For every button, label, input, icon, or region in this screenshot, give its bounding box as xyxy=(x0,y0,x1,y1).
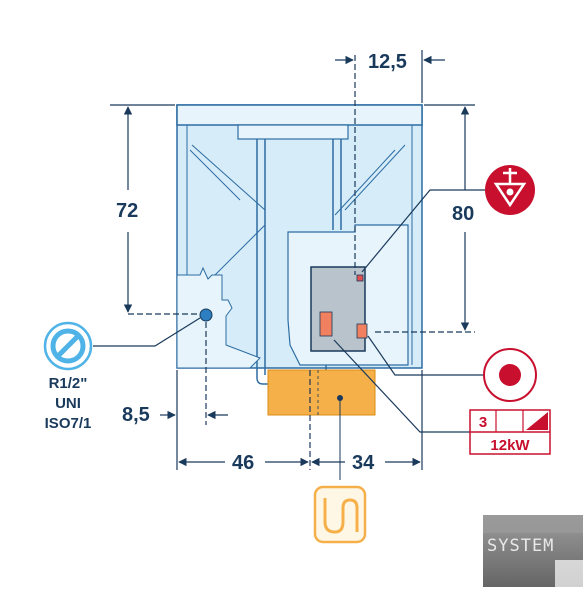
dim-width-right: 34 xyxy=(352,452,375,474)
water-conn-label-2: UNI xyxy=(55,395,81,412)
drain-basin xyxy=(267,369,376,480)
indicator-main xyxy=(319,311,333,337)
leader-lines xyxy=(93,189,485,433)
electrical-power: 12kW xyxy=(490,437,530,454)
main-switch-icon xyxy=(483,348,537,402)
svg-text:SYSTEM: SYSTEM xyxy=(487,536,554,556)
dim-side-offset: 8,5 xyxy=(122,404,150,426)
system-logo: SYSTEM xyxy=(483,515,583,588)
dim-top-offset: 12,5 xyxy=(368,51,407,73)
power-triangle-icon xyxy=(526,412,548,430)
indicator-small xyxy=(356,274,364,282)
dim-height-right: 80 xyxy=(452,203,474,225)
water-conn-label-1: R1/2" xyxy=(49,375,88,392)
water-conn-label-3: ISO7/1 xyxy=(45,415,92,432)
dimension-lines xyxy=(110,50,475,470)
no-entry-circle-icon xyxy=(43,321,93,371)
water-inlet-point xyxy=(199,308,213,322)
left-cutout xyxy=(176,266,261,369)
electrical-phases: 3 xyxy=(479,414,487,431)
indicator-side xyxy=(356,323,368,339)
siphon-drain-icon xyxy=(313,485,367,544)
dim-width-left: 46 xyxy=(232,452,254,474)
electrical-spec-box xyxy=(469,409,551,455)
control-panel xyxy=(287,224,409,366)
dim-height-left: 72 xyxy=(116,200,138,222)
ground-symbol-icon xyxy=(485,165,535,215)
